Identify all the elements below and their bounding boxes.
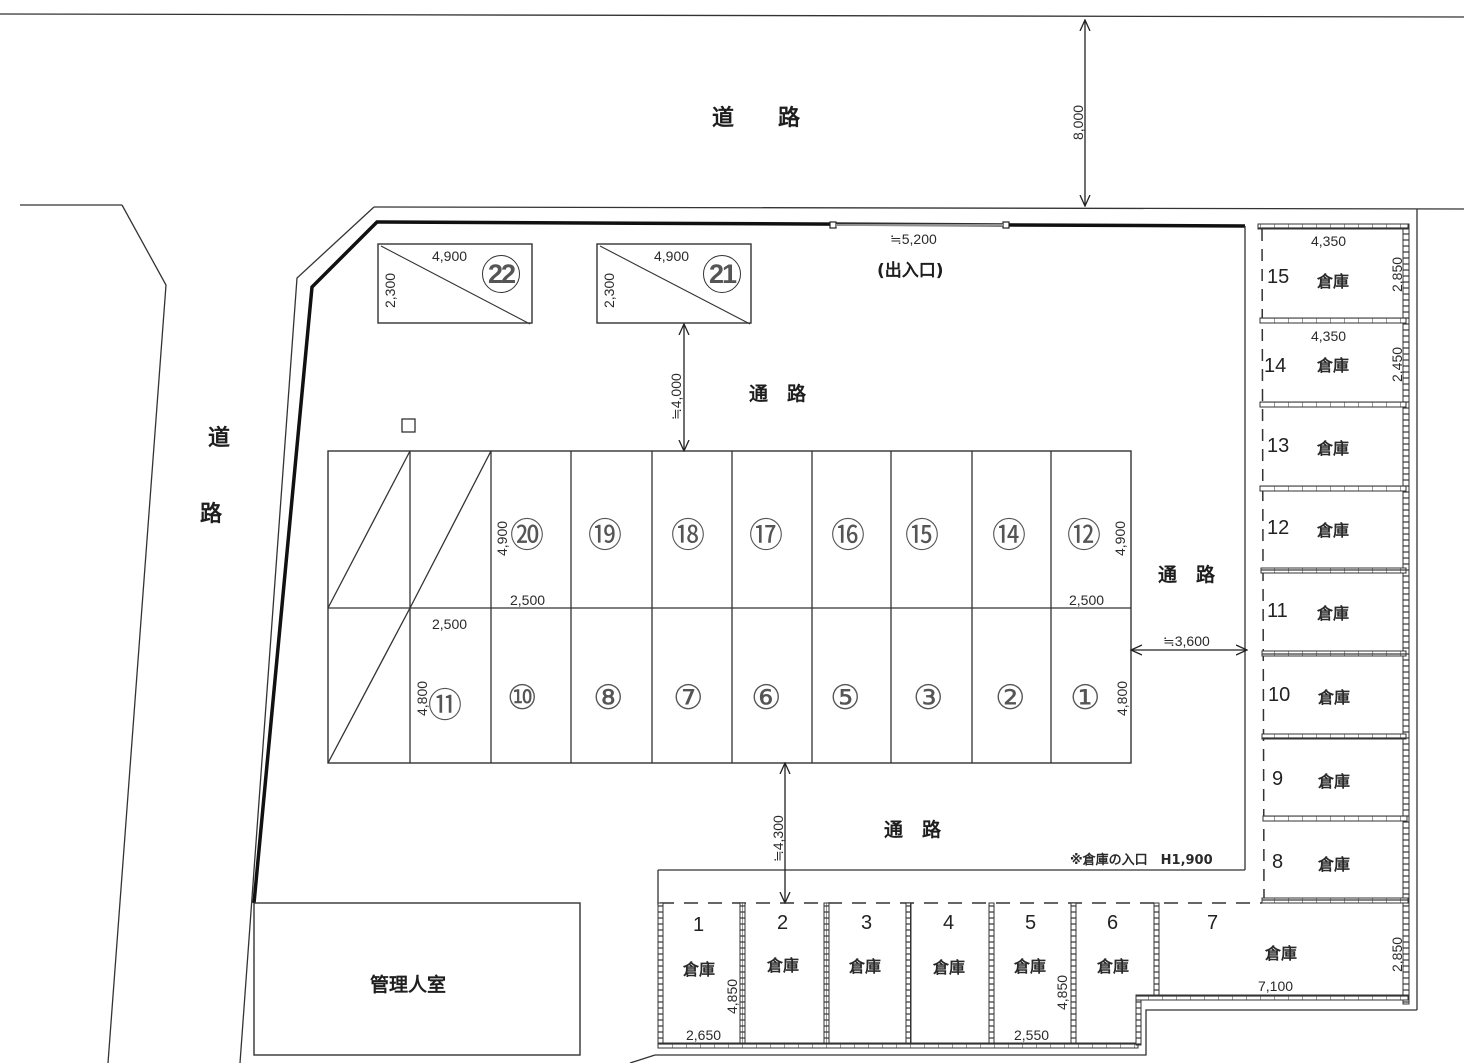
warehouse-s7-label: 倉庫 <box>1265 944 1298 963</box>
warehouse-14-width: 4,350 <box>1311 328 1347 344</box>
warehouse-15-depth: 2,850 <box>1389 256 1405 292</box>
warehouse-s7-depth: 2,850 <box>1389 936 1405 972</box>
parking-space-8[interactable]: ⑧ <box>593 678 624 718</box>
road-label-top: 道 路 <box>712 106 801 131</box>
parking-space-11[interactable]: ⑪ <box>428 686 462 726</box>
warehouse-10-label: 倉庫 <box>1318 688 1351 707</box>
warehouse-13-number[interactable]: 13 <box>1267 435 1290 457</box>
warehouse-s3-label: 倉庫 <box>849 957 882 976</box>
warehouse-s6-label: 倉庫 <box>1097 957 1130 976</box>
warehouse-s5-label: 倉庫 <box>1014 957 1047 976</box>
passage-label-north: 通 路 <box>749 383 807 405</box>
parking-space-10[interactable]: ⑩ <box>507 678 538 718</box>
warehouse-s5-number[interactable]: 5 <box>1025 912 1037 934</box>
warehouse-15-number[interactable]: 15 <box>1267 266 1290 288</box>
road-label-left-top: 道 <box>208 426 231 451</box>
parking-space-18[interactable]: ⑱ <box>671 516 705 556</box>
warehouse-14-label: 倉庫 <box>1317 356 1350 375</box>
warehouse-15-width: 4,350 <box>1311 233 1347 249</box>
top-row-depth-right: 4,900 <box>1112 520 1128 556</box>
parking-22-outline <box>377 243 533 324</box>
warehouse-12-label: 倉庫 <box>1317 521 1350 540</box>
warehouse-s2-number[interactable]: 2 <box>777 912 789 934</box>
small-square-marker <box>401 418 416 433</box>
parking-space-3[interactable]: ③ <box>913 678 944 718</box>
warehouse-11-label: 倉庫 <box>1317 604 1350 623</box>
parking-space-17[interactable]: ⑰ <box>749 516 783 556</box>
parking-space-12[interactable]: ⑫ <box>1067 516 1101 556</box>
warehouse-s1-number[interactable]: 1 <box>693 914 705 936</box>
road-width-label: 8,000 <box>1070 104 1086 140</box>
warehouse-s1-width: 2,650 <box>686 1027 722 1043</box>
warehouse-s2-label: 倉庫 <box>767 956 800 975</box>
bottom-row-depth-right: 4,800 <box>1114 680 1130 716</box>
warehouse-14-depth: 2,450 <box>1389 346 1405 382</box>
parking-space-20[interactable]: ⑳ <box>510 516 544 556</box>
parking-space-14[interactable]: ⑭ <box>992 516 1026 556</box>
manager-room-outline <box>253 902 581 1056</box>
site-boundary <box>252 220 1246 904</box>
road-left-edge <box>107 204 167 1063</box>
top-row-width-left: 2,500 <box>510 592 546 608</box>
parking-space-2[interactable]: ② <box>995 678 1026 718</box>
parking-space-16[interactable]: ⑯ <box>831 516 865 556</box>
warehouse-14-number[interactable]: 14 <box>1264 355 1287 377</box>
entrance-post-right <box>1002 221 1010 229</box>
warehouse-8-label: 倉庫 <box>1318 855 1351 874</box>
warehouse-s6-number[interactable]: 6 <box>1107 912 1119 934</box>
warehouse-s7-width: 7,100 <box>1258 978 1294 994</box>
parking-22-length: 4,900 <box>432 248 468 264</box>
parking-space-5[interactable]: ⑤ <box>830 678 861 718</box>
parking-space-6[interactable]: ⑥ <box>751 678 782 718</box>
warehouse-9-number[interactable]: 9 <box>1272 768 1284 790</box>
east-passage-width: ≒3,600 <box>1163 633 1210 649</box>
warehouse-s3-number[interactable]: 3 <box>861 912 873 934</box>
top-row-depth-left: 4,900 <box>494 520 510 556</box>
parking-space-19[interactable]: ⑲ <box>588 516 622 556</box>
parking-21-length: 4,900 <box>654 248 690 264</box>
warehouse-15-label: 倉庫 <box>1317 272 1350 291</box>
warehouse-entrance-note: ※倉庫の入口 H1,900 <box>1070 853 1213 868</box>
passage-label-east: 通 路 <box>1158 564 1216 586</box>
warehouse-s1-label: 倉庫 <box>683 960 716 979</box>
parking-space-21[interactable]: 21 <box>703 255 741 293</box>
road-top-edge <box>0 13 1464 18</box>
warehouse-9-label: 倉庫 <box>1318 772 1351 791</box>
warehouse-11-number[interactable]: 11 <box>1267 600 1288 622</box>
entrance-post-left <box>829 221 837 229</box>
warehouse-13-label: 倉庫 <box>1317 439 1350 458</box>
east-warehouse-back-wall <box>1402 223 1410 1005</box>
warehouse-s4-label: 倉庫 <box>933 958 966 977</box>
parking-space-7[interactable]: ⑦ <box>673 678 704 718</box>
passage-label-south: 通 路 <box>884 819 942 841</box>
parking-21-width: 2,300 <box>601 272 617 308</box>
warehouse-8-number[interactable]: 8 <box>1272 851 1284 873</box>
warehouse-s7-number[interactable]: 7 <box>1207 912 1219 934</box>
parking-22-width: 2,300 <box>382 272 398 308</box>
north-passage-width: ≒4,000 <box>668 373 684 420</box>
entrance-label: (出入口) <box>877 261 944 281</box>
top-row-width-right: 2,500 <box>1069 592 1105 608</box>
warehouse-s5-depth: 4,850 <box>1054 974 1070 1010</box>
parking-space-22[interactable]: 22 <box>482 255 520 293</box>
warehouse-s1-depth: 4,850 <box>724 978 740 1014</box>
south-passage-width: ≒4,300 <box>770 815 786 862</box>
road-label-left-bottom: 路 <box>200 502 223 527</box>
warehouse-10-number[interactable]: 10 <box>1268 684 1291 706</box>
entrance-width-label: ≒5,200 <box>890 231 937 247</box>
warehouse-s5-width: 2,550 <box>1014 1027 1050 1043</box>
bottom-row-width-left: 2,500 <box>432 616 468 632</box>
warehouse-12-number[interactable]: 12 <box>1267 517 1290 539</box>
parking-space-1[interactable]: ① <box>1070 678 1101 718</box>
warehouse-s4-number[interactable]: 4 <box>943 912 955 934</box>
manager-room-label: 管理人室 <box>370 974 447 996</box>
parking-space-15[interactable]: ⑮ <box>905 516 939 556</box>
parking-21-outline <box>596 243 752 324</box>
